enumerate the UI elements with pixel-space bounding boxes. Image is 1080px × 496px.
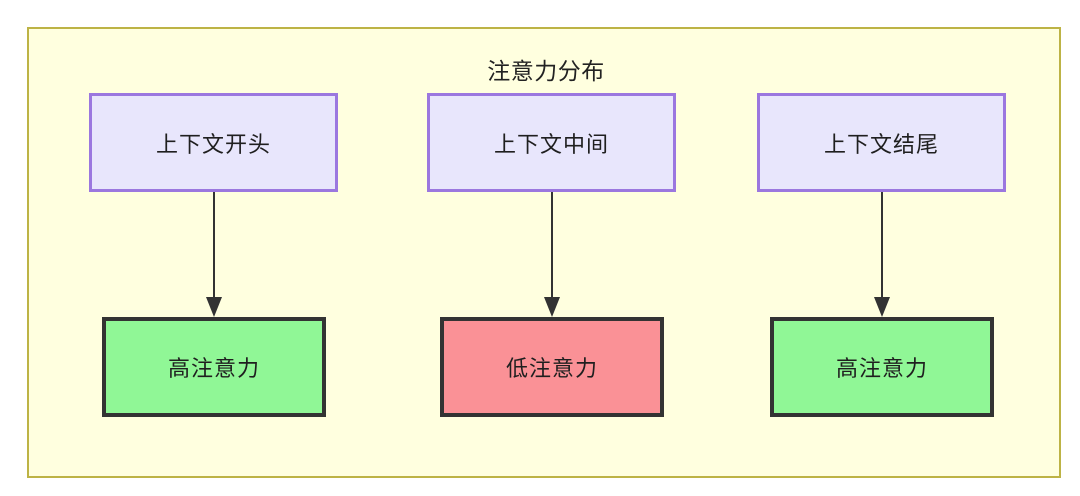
edge-start-to-high [199,192,229,319]
node-context-start[interactable]: 上下文开头 [89,93,338,192]
node-attention-end-label: 高注意力 [835,356,928,381]
node-context-end-label: 上下文结尾 [823,131,939,157]
node-attention-end[interactable]: 高注意力 [770,317,994,417]
diagram-title: 注意力分布 [487,58,605,84]
node-context-start-label: 上下文开头 [155,131,271,157]
node-attention-start-label: 高注意力 [167,356,260,381]
edge-end-to-high [867,192,897,319]
node-attention-middle-label: 低注意力 [505,356,598,381]
node-context-middle-label: 上下文中间 [493,131,609,157]
node-context-middle[interactable]: 上下文中间 [427,93,676,192]
node-context-end[interactable]: 上下文结尾 [757,93,1006,192]
edge-middle-to-low [537,192,567,319]
node-attention-middle[interactable]: 低注意力 [440,317,664,417]
node-attention-start[interactable]: 高注意力 [102,317,326,417]
